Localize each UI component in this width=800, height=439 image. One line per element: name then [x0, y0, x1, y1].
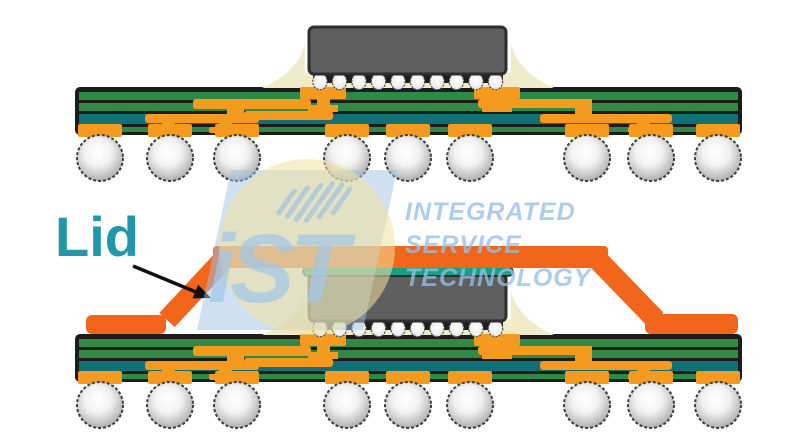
- lid-foot-left: [86, 315, 166, 334]
- lid-label: Lid: [55, 205, 139, 268]
- thermal-interface-material: [302, 266, 514, 277]
- lid-foot-right: [645, 314, 738, 334]
- lid-top-plate: [213, 246, 608, 268]
- lid-slope-right: [589, 251, 664, 328]
- lid-slope-left: [159, 251, 232, 328]
- package-without-lid: [73, 25, 744, 183]
